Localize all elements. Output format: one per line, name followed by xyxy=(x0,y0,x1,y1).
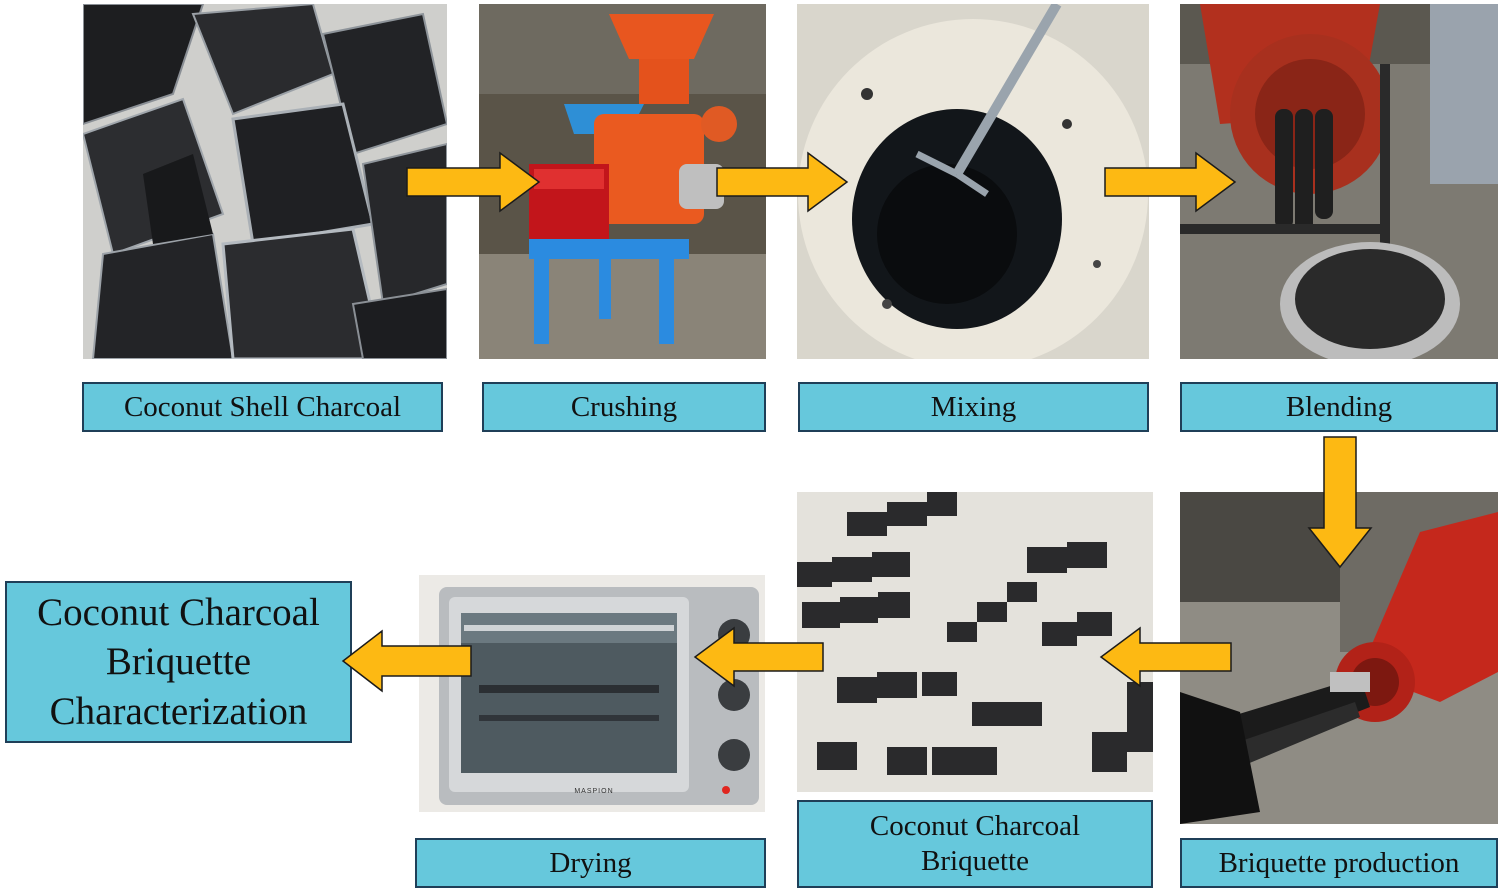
coconut-shell-charcoal-label: Coconut Shell Charcoal xyxy=(82,382,443,432)
mixing-label: Mixing xyxy=(798,382,1149,432)
coconut-shell-charcoal-photo xyxy=(83,4,447,359)
mixing-bowl-photo xyxy=(797,4,1149,359)
characterization-label: Coconut Charcoal Briquette Characterizat… xyxy=(5,581,352,743)
briquette-production-label: Briquette production xyxy=(1180,838,1498,888)
arrow-briquette-to-drying xyxy=(693,626,824,688)
oven-brand-text: MASPION xyxy=(574,788,614,795)
coconut-charcoal-briquette-label: Coconut Charcoal Briquette xyxy=(797,800,1153,888)
arrow-crushing-to-mixing xyxy=(716,151,849,213)
arrow-production-to-briquette xyxy=(1099,626,1232,688)
crushing-label: Crushing xyxy=(482,382,766,432)
drying-label: Drying xyxy=(415,838,766,888)
briquette-production-photo xyxy=(1180,492,1498,824)
coconut-charcoal-briquette-photo xyxy=(797,492,1153,792)
arrow-charcoal-to-crushing xyxy=(406,151,541,213)
drying-oven-photo: MASPION xyxy=(419,575,765,812)
blending-label: Blending xyxy=(1180,382,1498,432)
arrow-blending-to-production xyxy=(1307,436,1373,569)
arrow-mixing-to-blending xyxy=(1104,151,1237,213)
arrow-drying-to-characterization xyxy=(341,629,472,693)
